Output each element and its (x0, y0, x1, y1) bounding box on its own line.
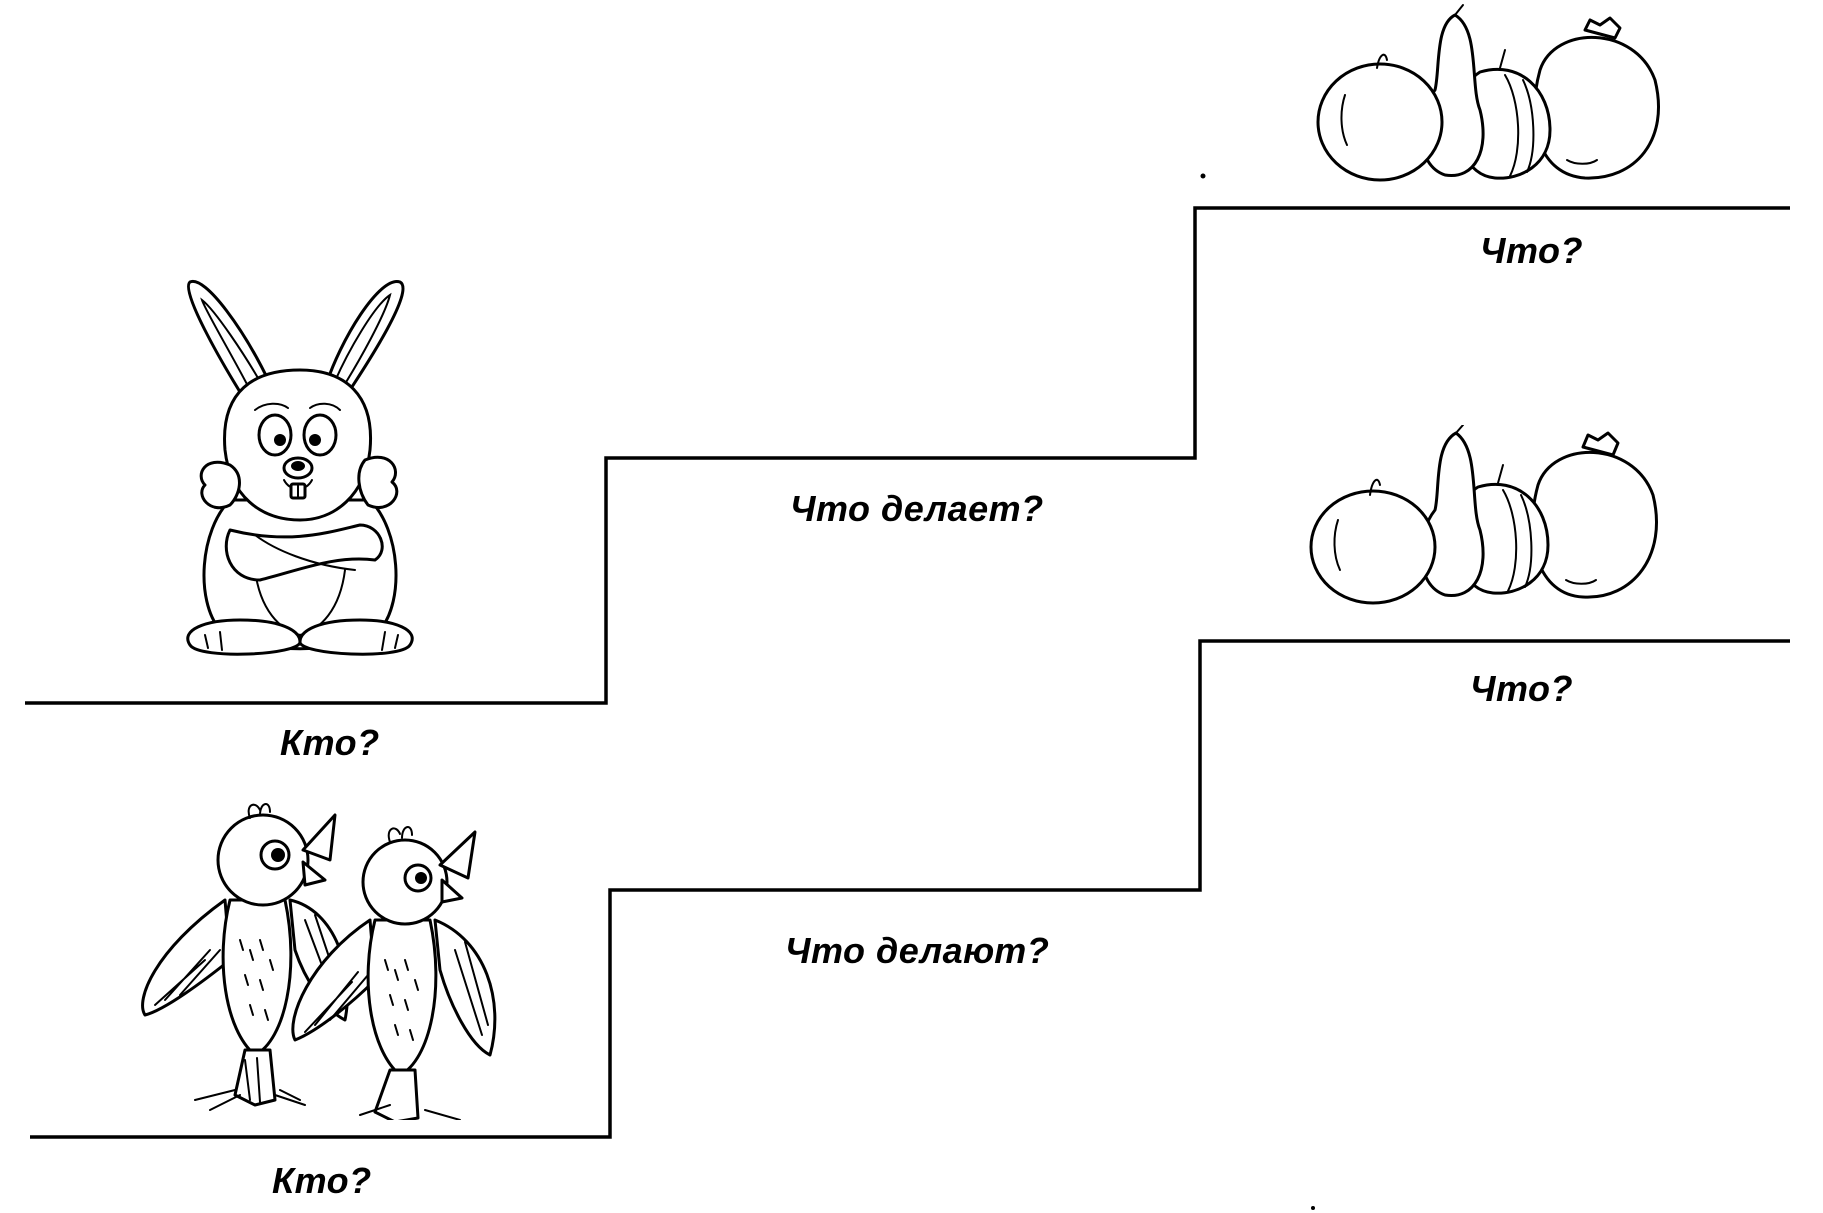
pomegranate-icon (1530, 451, 1658, 599)
does-label-row1: Что делает? (790, 488, 1044, 529)
two-birds-picture (141, 803, 497, 1120)
speck (1311, 1206, 1315, 1210)
bird-left (141, 803, 350, 1111)
does-label-row2: Что делают? (785, 930, 1050, 971)
fruits-picture-bottom (1309, 425, 1658, 605)
who-label-row1: Кто? (280, 722, 380, 763)
who-label-row2: Кто? (272, 1160, 372, 1201)
bird-right (291, 826, 497, 1120)
apple-icon (1309, 489, 1437, 605)
fruit-group (1316, 4, 1660, 182)
pear-icon (1419, 431, 1485, 598)
fruits-picture-top (1316, 4, 1660, 182)
rabbit-picture (186, 279, 414, 656)
what-label-row1: Что? (1480, 230, 1584, 271)
speck (1200, 173, 1206, 179)
apple-icon (1316, 62, 1444, 182)
fruit-group (1309, 425, 1658, 605)
what-label-row2: Что? (1470, 668, 1574, 709)
lower-staircase-line (30, 639, 1790, 1139)
pomegranate-icon (1532, 36, 1660, 180)
upper-staircase-line (25, 206, 1790, 705)
